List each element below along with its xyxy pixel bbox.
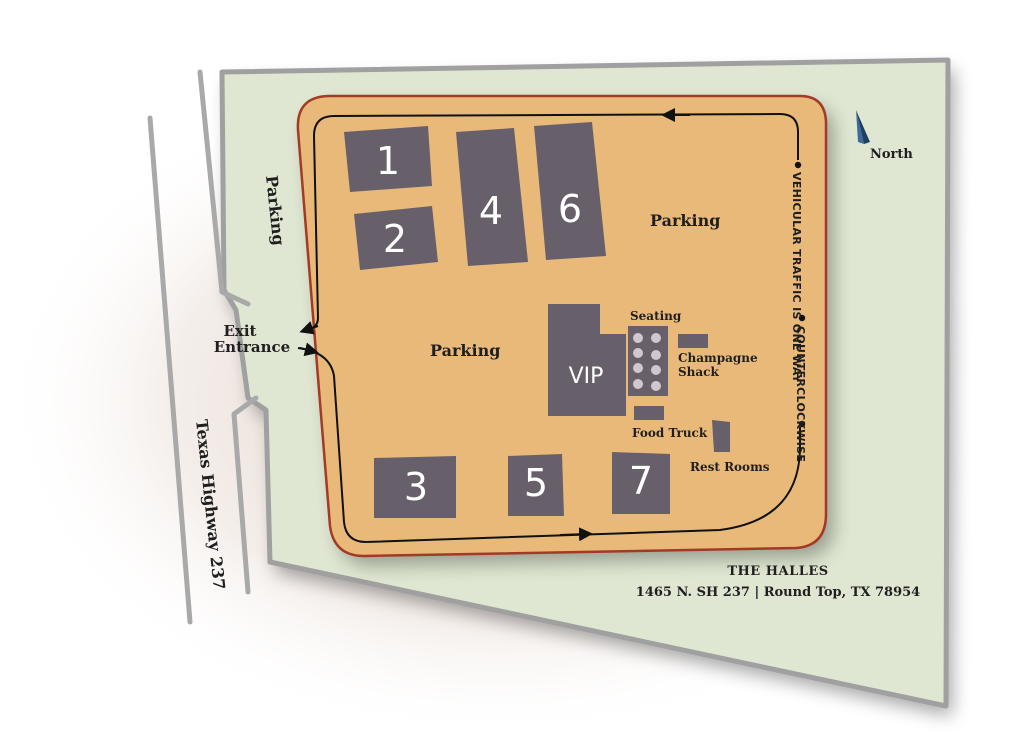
building-7-number: 7 [629, 459, 653, 503]
building-3-number: 3 [404, 465, 428, 509]
exit-label: Exit [223, 322, 256, 340]
champagne-shack-label-1: Champagne [678, 351, 758, 365]
venue-address: 1465 N. SH 237 | Round Top, TX 78954 [636, 585, 920, 600]
building-6: 6 [534, 122, 606, 260]
building-1: 1 [344, 126, 432, 192]
traffic-route [297, 108, 806, 544]
building-4-number: 4 [479, 189, 503, 233]
seating-label: Seating [630, 309, 682, 323]
seating-area [628, 326, 668, 396]
building-4: 4 [456, 128, 528, 266]
vip-label: VIP [569, 364, 604, 389]
champagne-shack-label-2: Shack [678, 365, 719, 379]
parking-main-label: Parking [430, 341, 500, 360]
entrance-label: Entrance [214, 338, 290, 356]
buildings: 1 2 4 6 3 5 7 VIP [344, 122, 730, 518]
building-3: 3 [374, 456, 456, 518]
building-6-number: 6 [558, 187, 582, 231]
building-7: 7 [612, 452, 670, 514]
venue-name: THE HALLES [727, 564, 828, 579]
building-2: 2 [354, 206, 438, 270]
champagne-shack [678, 334, 708, 348]
vip-building: VIP [548, 304, 626, 416]
building-1-number: 1 [376, 139, 400, 183]
rest-rooms-label: Rest Rooms [690, 460, 770, 474]
highway-edges [147, 69, 259, 625]
building-2-number: 2 [383, 217, 407, 261]
rest-rooms [712, 420, 730, 452]
food-truck-label: Food Truck [632, 426, 708, 440]
traffic-note-counterclockwise: COUNTERCLOCKWISE [794, 326, 807, 462]
north-label: North [870, 147, 913, 162]
traffic-note-one-way: VEHICULAR TRAFFIC IS ONE WAY [790, 172, 803, 384]
north-arrow-icon [856, 110, 870, 144]
food-truck [634, 406, 664, 420]
parking-upper-label: Parking [650, 211, 720, 230]
building-5-number: 5 [524, 461, 548, 505]
building-5: 5 [508, 454, 564, 516]
